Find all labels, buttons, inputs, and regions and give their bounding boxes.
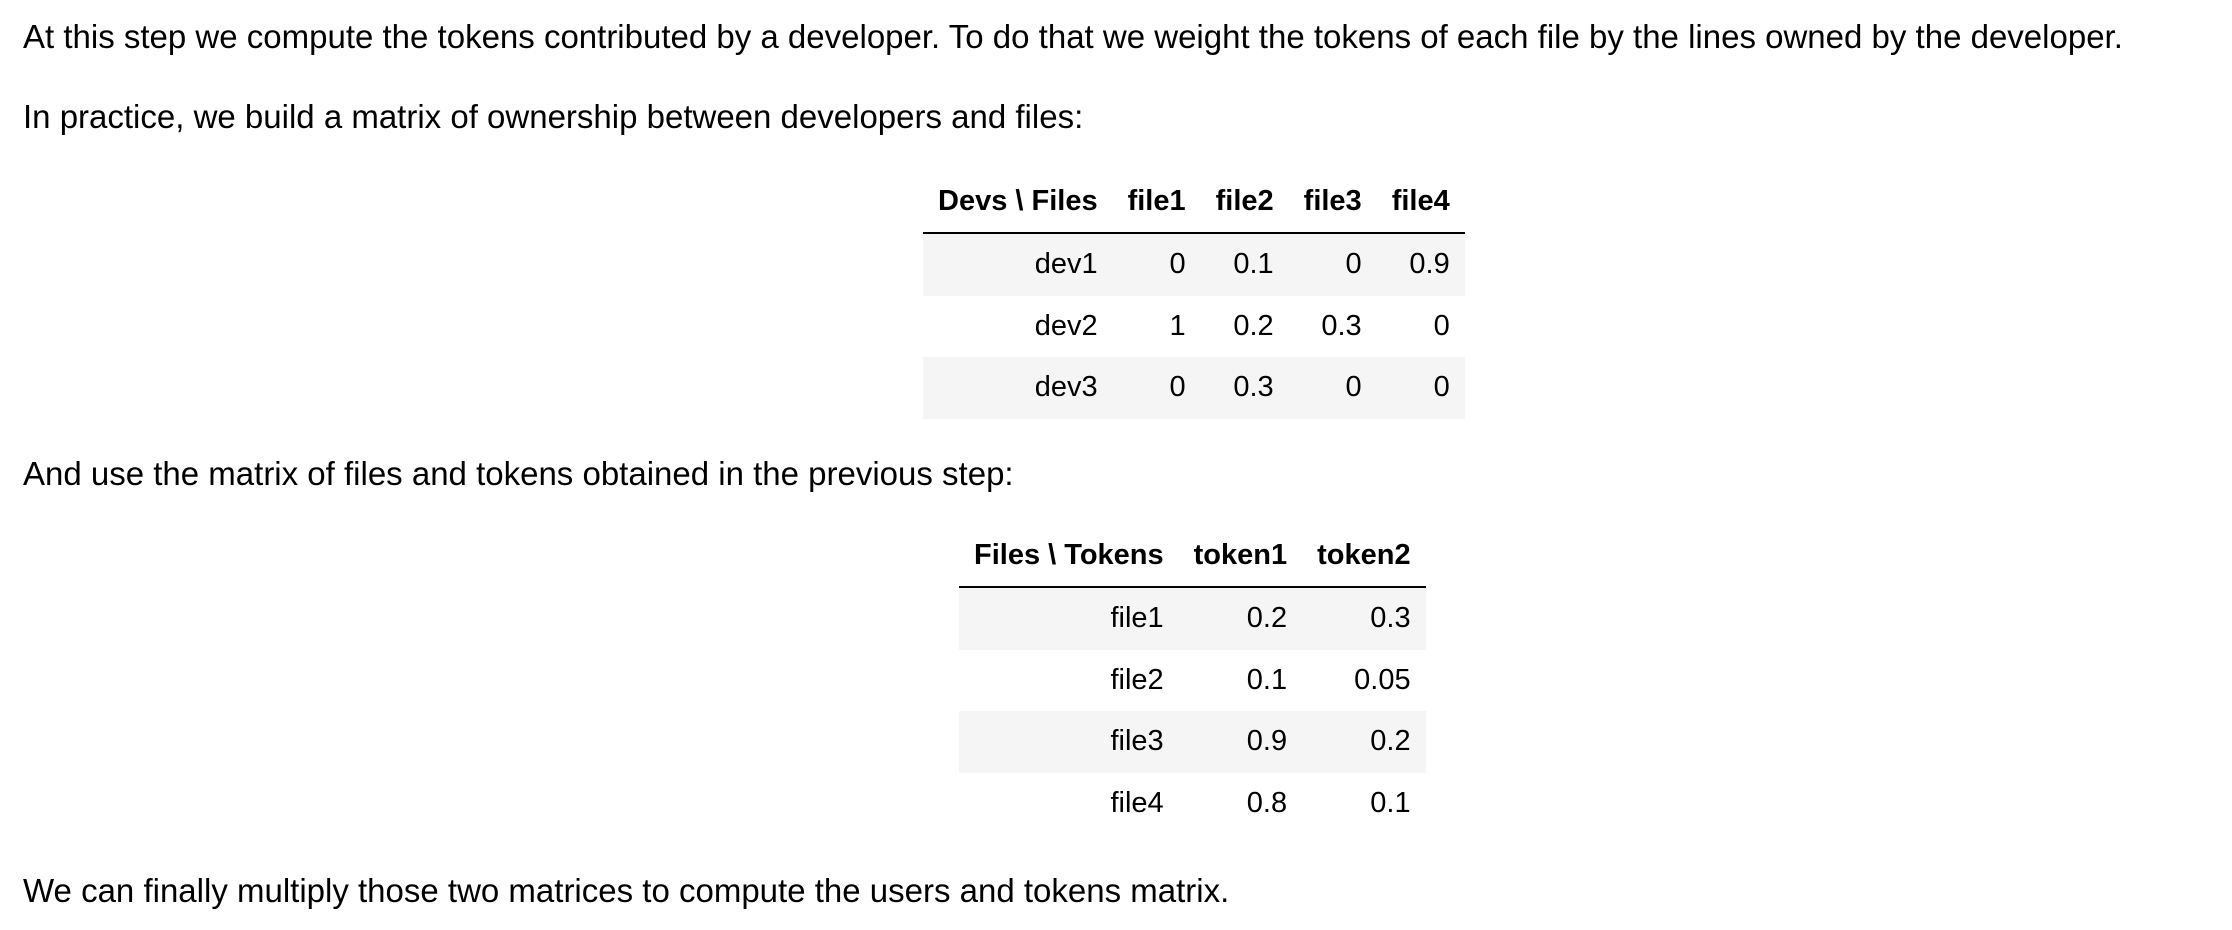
conclusion-paragraph: We can finally multiply those two matric… <box>23 872 1230 909</box>
table-cell: 0 <box>1345 371 1362 404</box>
ownership-table: Devs \ Files file1 file2 file3 file4 dev… <box>923 170 1465 419</box>
header-cell: file4 <box>1376 170 1465 234</box>
row-label-cell: file1 <box>1110 602 1164 635</box>
header-cell: Files \ Tokens <box>959 524 1179 588</box>
table-cell: 1 <box>1169 309 1186 342</box>
file-tokens-table: Files \ Tokens token1 token2 file1 0.2 0… <box>959 524 1426 834</box>
table-cell: 0 <box>1433 309 1450 342</box>
row-label-cell: dev1 <box>1034 248 1098 281</box>
ownership-table-body: dev1 0 0.1 0 0.9 dev2 1 0.2 0.3 0 dev3 0… <box>923 233 1465 419</box>
table-cell: 0.8 <box>1246 786 1288 819</box>
table-cell: 0.9 <box>1246 725 1288 758</box>
table-cell: 0.2 <box>1233 309 1274 342</box>
table-cell: 0.3 <box>1321 309 1362 342</box>
table-cell: 0.05 <box>1354 663 1411 696</box>
header-cell: Devs \ Files <box>923 170 1113 234</box>
table-row: file1 0.2 0.3 <box>959 587 1426 650</box>
file-tokens-table-header: Files \ Tokens token1 token2 <box>959 524 1426 588</box>
row-label-cell: file4 <box>1110 786 1164 819</box>
table-row: dev3 0 0.3 0 0 <box>923 357 1465 419</box>
table-cell: 0 <box>1433 371 1450 404</box>
table-cell: 0.1 <box>1233 248 1274 281</box>
ownership-intro-paragraph: In practice, we build a matrix of owners… <box>23 98 1084 135</box>
header-row: Devs \ Files file1 file2 file3 file4 <box>923 170 1465 234</box>
table-cell: 0.1 <box>1370 786 1411 819</box>
tokens-intro-paragraph: And use the matrix of files and tokens o… <box>23 455 1014 492</box>
table-cell: 0 <box>1345 248 1362 281</box>
intro-paragraph: At this step we compute the tokens contr… <box>23 18 2123 55</box>
row-label-cell: dev3 <box>1034 371 1098 404</box>
table-row: file3 0.9 0.2 <box>959 711 1426 773</box>
table-cell: 0.9 <box>1409 248 1450 281</box>
table-row: dev2 1 0.2 0.3 0 <box>923 296 1465 358</box>
header-cell: token1 <box>1178 524 1303 588</box>
header-cell: token2 <box>1302 524 1426 588</box>
row-label-cell: file2 <box>1110 663 1164 696</box>
table-cell: 0.3 <box>1233 371 1274 404</box>
header-cell: file1 <box>1112 170 1201 234</box>
header-cell: file3 <box>1288 170 1377 234</box>
table-cell: 0.1 <box>1246 663 1288 696</box>
table-cell: 0 <box>1169 371 1186 404</box>
file-tokens-table-body: file1 0.2 0.3 file2 0.1 0.05 file3 0.9 0… <box>959 587 1426 834</box>
table-cell: 0 <box>1169 248 1186 281</box>
table-row: dev1 0 0.1 0 0.9 <box>923 233 1465 296</box>
table-cell: 0.2 <box>1370 725 1411 758</box>
header-row: Files \ Tokens token1 token2 <box>959 524 1426 588</box>
table-row: file4 0.8 0.1 <box>959 773 1426 835</box>
table-row: file2 0.1 0.05 <box>959 650 1426 712</box>
table-cell: 0.3 <box>1370 602 1411 635</box>
ownership-table-header: Devs \ Files file1 file2 file3 file4 <box>923 170 1465 234</box>
row-label-cell: dev2 <box>1034 309 1098 342</box>
table-cell: 0.2 <box>1246 602 1288 635</box>
header-cell: file2 <box>1200 170 1289 234</box>
row-label-cell: file3 <box>1110 725 1164 758</box>
